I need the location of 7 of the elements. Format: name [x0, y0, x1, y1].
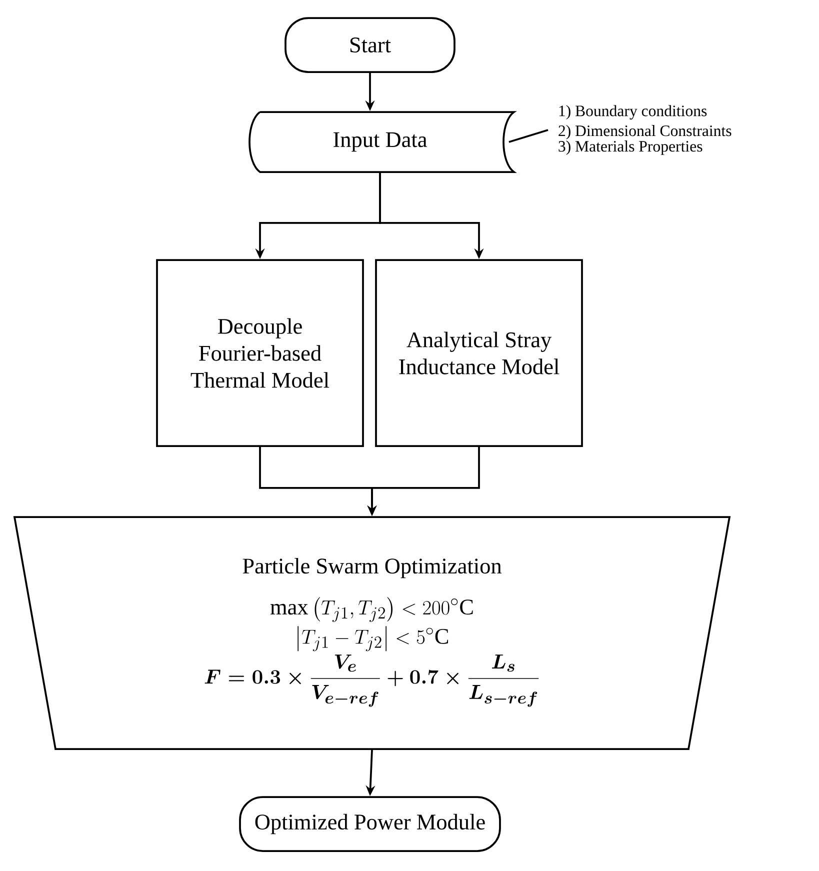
- process-box: Analytical Stray Inductance Model: [375, 259, 583, 447]
- leader-line: [508, 129, 548, 143]
- note-text: 1) Boundary conditions 2) Dimensional Constraints 3) Materials Properties: [558, 105, 732, 155]
- process-box: Decouple Fourier-based Thermal Model: [156, 259, 364, 447]
- data-input-shape: Input Data: [248, 111, 515, 173]
- end-terminal: Optimized Power Module: [239, 796, 501, 852]
- start-terminal: Start: [284, 17, 456, 73]
